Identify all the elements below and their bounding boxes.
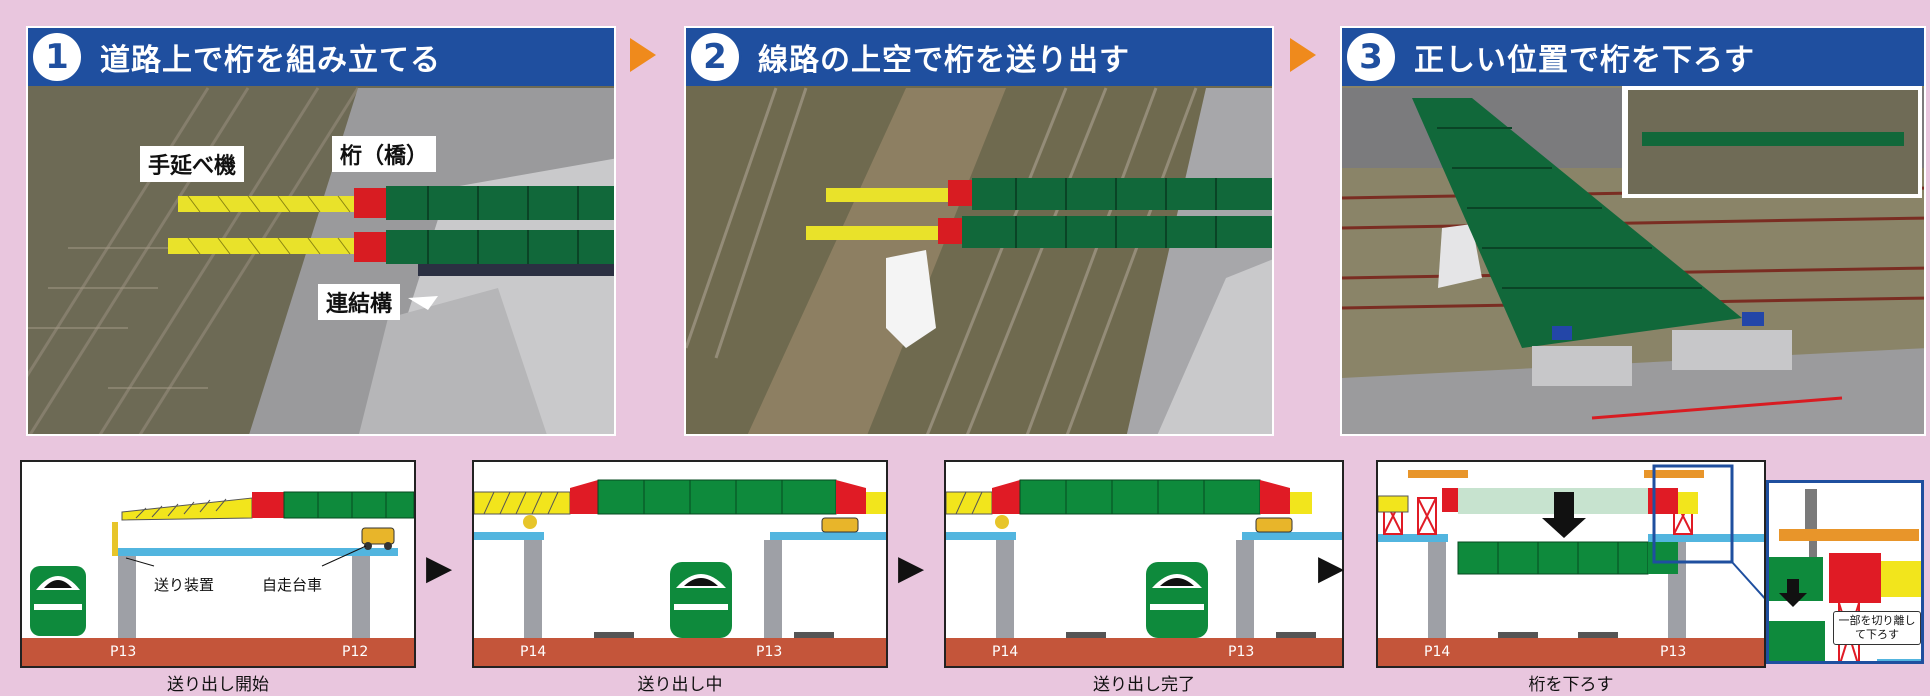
- pier-label-left: P13: [110, 644, 137, 660]
- step3-title: 正しい位置で桁を下ろす: [1414, 43, 1755, 78]
- pier-label-right: P13: [1660, 644, 1687, 660]
- annotation-self-propelled-cart: 自走台車: [262, 576, 323, 594]
- arrow-step1-to-2: [630, 38, 656, 72]
- step2-title: 線路の上空で桁を送り出す: [758, 43, 1130, 78]
- pier-label-left: P14: [520, 644, 547, 660]
- pier-label-left: P14: [1424, 644, 1451, 660]
- callout-text: 一部を切り離して下ろす: [1833, 611, 1921, 645]
- diagram1-drawing: [22, 491, 414, 666]
- step2-scene: [686, 28, 1272, 434]
- step3-scene: [1342, 28, 1924, 434]
- pier-label-left: P14: [992, 644, 1019, 660]
- step1-title: 道路上で桁を組み立てる: [100, 43, 441, 78]
- diagram-launch-complete: P14 P13: [944, 460, 1344, 668]
- label-hand-extension: 手延べ機: [140, 146, 245, 182]
- diagram4-drawing: [1378, 464, 1764, 666]
- caption-lower-girder: 桁を下ろす: [1528, 675, 1614, 695]
- pier-label-right: P12: [342, 644, 369, 660]
- caption-launch-start: 送り出し開始: [167, 675, 269, 695]
- arrow-step2-to-3: [1290, 38, 1316, 72]
- step2-number: 2: [688, 30, 742, 84]
- diagram-launch-start: 送り装置 自走台車 P13 P12: [20, 460, 416, 668]
- arrow-diagram3-to-4: ▶: [1318, 548, 1345, 588]
- annotation-launch-device: 送り装置: [154, 576, 215, 594]
- arrow-diagram2-to-3: ▶: [898, 548, 925, 588]
- step1-panel: 1 道路上で桁を組み立てる 手延べ機 桁（橋） 連結構: [26, 26, 616, 436]
- step3-header: 3 正しい位置で桁を下ろす: [1342, 28, 1924, 86]
- step3-number: 3: [1344, 30, 1398, 84]
- detail-callout: 一部を切り離して下ろす: [1766, 480, 1924, 664]
- step1-scene: [28, 28, 614, 434]
- diagram3-drawing: [946, 479, 1342, 666]
- pier-label-right: P13: [756, 644, 783, 660]
- step2-header: 2 線路の上空で桁を送り出す: [686, 28, 1272, 86]
- step1-number: 1: [30, 30, 84, 84]
- arrow-diagram1-to-2: ▶: [426, 548, 453, 588]
- caption-launch-complete: 送り出し完了: [1093, 675, 1195, 695]
- label-girder: 桁（橋）: [332, 136, 437, 172]
- diagram2-drawing: [474, 479, 886, 666]
- pier-label-right: P13: [1228, 644, 1255, 660]
- caption-launch-in-progress: 送り出し中: [637, 675, 723, 695]
- step3-panel: 3 正しい位置で桁を下ろす: [1340, 26, 1926, 436]
- diagram-launch-in-progress: P14 P13: [472, 460, 888, 668]
- diagram-lower-girder: P14 P13: [1376, 460, 1766, 668]
- label-connection: 連結構: [318, 284, 401, 320]
- step1-header: 1 道路上で桁を組み立てる: [28, 28, 614, 86]
- step2-panel: 2 線路の上空で桁を送り出す: [684, 26, 1274, 436]
